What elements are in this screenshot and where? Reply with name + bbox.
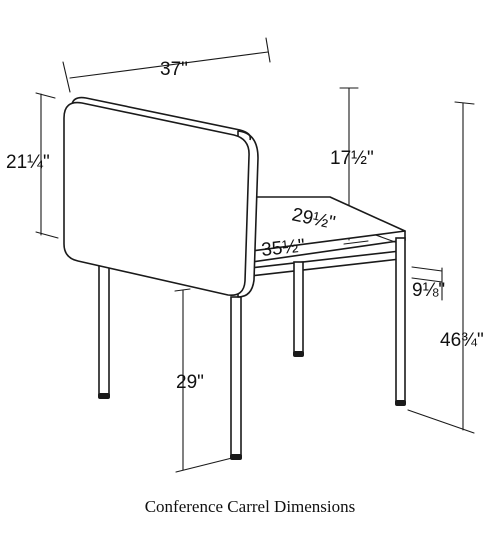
left-leg	[98, 253, 110, 399]
back-leg	[293, 261, 304, 357]
desk-height-label: 29"	[176, 372, 204, 393]
panel-height-label: 21¼"	[6, 152, 50, 173]
privacy-panel	[63, 96, 259, 298]
panel-above-desk-label: 17½"	[330, 148, 374, 169]
apron-height-dimension-line	[411, 266, 443, 301]
panel-height-dimension-line	[35, 92, 59, 239]
front-leg	[230, 296, 242, 460]
figure-caption: Conference Carrel Dimensions	[145, 497, 356, 516]
overall-height-label: 46¾"	[440, 330, 484, 351]
overall-height-dimension-line	[407, 101, 475, 434]
desk-height-dimension-line	[174, 288, 233, 473]
desk-width-label: 35½"	[260, 236, 306, 261]
panel-width-label: 37"	[160, 59, 188, 80]
width-dimension-line	[62, 37, 271, 93]
right-leg	[395, 237, 406, 406]
apron-height-label: 9⅛"	[412, 280, 445, 301]
desk-apron	[249, 250, 401, 277]
